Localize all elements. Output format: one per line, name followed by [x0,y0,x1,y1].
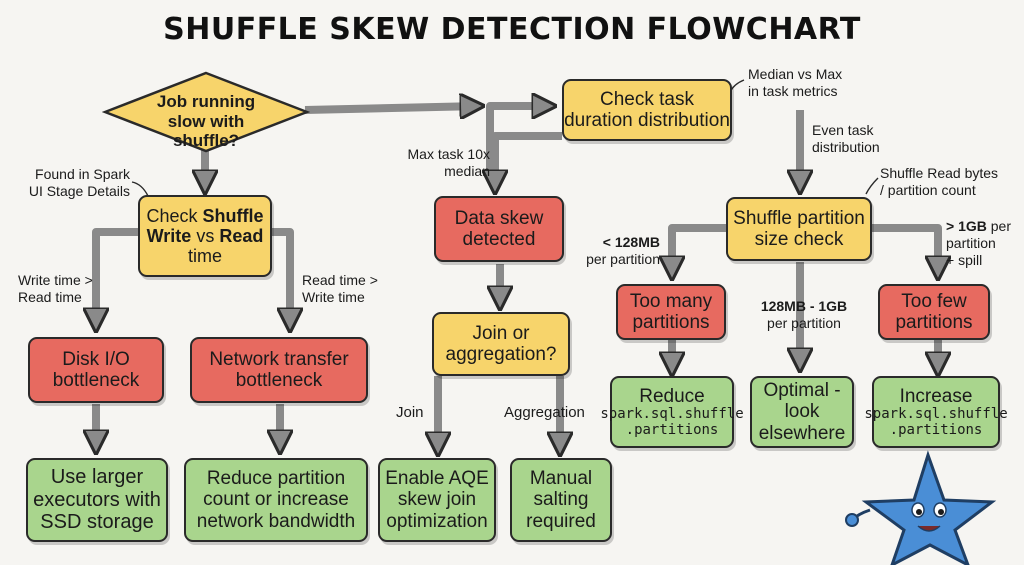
increase-partitions-line3: .partitions [889,421,983,438]
label-read-gt-write: Read time > Write time [302,272,378,305]
label-median-vs-max: Median vs Max in task metrics [748,66,843,99]
reduce-partitions-line2: spark.sql.shuffle [600,405,744,422]
page-title: SHUFFLE SKEW DETECTION FLOWCHART [163,12,861,47]
label-gt-1gb: > 1GB per partition + spill [946,218,1022,268]
label-mid-range-rest: per partition [767,314,841,331]
check-shuffle-read-bold: Read [219,225,264,246]
label-gt-1gb-rest2: partition [946,234,996,251]
arrow-start-to-check-task [304,106,480,110]
callout-curl-shuffle-read [865,177,879,195]
label-join: Join [396,404,424,421]
check-shuffle-node: Check Shuffle Write vs Read time [138,195,272,277]
reduce-partitions-node: Reduce spark.sql.shuffle .partitions [600,376,744,448]
check-shuffle-write-bold: Shuffle Write [146,205,264,246]
callout-curl-median [729,79,745,93]
start-decision-label: Job running slow with shuffle? [156,92,256,151]
arrow-to-network [272,228,290,328]
arrow-route-to-check-task [486,106,552,170]
star-mascot-icon [845,450,997,565]
reduce-count-node: Reduce partition count or increase netwo… [184,458,368,542]
arrow-to-data-skew [495,132,562,190]
label-mid-range: 128MB - 1GB per partition [744,298,864,332]
label-lt-128mb-rest: per partition [586,250,660,267]
check-task-node: Check task duration distribution [562,79,732,141]
check-shuffle-mid: vs [191,225,220,246]
label-lt-128mb: < 128MB per partition [572,234,660,268]
label-even-task: Even task distribution [812,122,880,155]
salting-node: Manual salting required [510,458,612,542]
label-found-in-spark: Found in Spark UI Stage Details [28,166,130,199]
larger-executors-node: Use larger executors with SSD storage [26,458,168,542]
join-agg-node: Join or aggregation? [432,312,570,376]
aqe-node: Enable AQE skew join optimization [378,458,496,542]
label-shuffle-read-bytes: Shuffle Read bytes / partition count [880,165,999,198]
arrow-to-disk-io [96,228,140,328]
label-mid-range-bold: 128MB - 1GB [760,298,848,314]
reduce-partitions-line3: .partitions [625,421,719,438]
start-decision-diamond [102,71,310,153]
too-few-node: Too few partitions [878,284,990,340]
increase-partitions-line1: Increase [899,385,973,407]
label-aggregation: Aggregation [504,404,585,421]
partition-check-node: Shuffle partition size check [726,197,872,261]
label-gt-1gb-rest3: + spill [946,251,983,268]
check-shuffle-pre: Check [146,205,203,226]
data-skew-node: Data skew detected [434,196,564,262]
increase-partitions-node: Increase spark.sql.shuffle .partitions [864,376,1008,448]
label-gt-1gb-rest1: per [990,218,1011,234]
network-node: Network transfer bottleneck [190,337,368,403]
optimal-node: Optimal - look elsewhere [750,376,854,448]
label-lt-128mb-bold: < 128MB [602,234,660,250]
arrow-to-too-many [672,224,726,276]
callout-curl-found [131,181,149,197]
check-shuffle-post: time [187,246,222,267]
label-gt-1gb-bold: > 1GB [946,218,987,234]
arrow-to-too-few [872,224,938,276]
increase-partitions-line2: spark.sql.shuffle [864,405,1008,422]
label-max-task: Max task 10x median [407,146,490,179]
label-write-gt-read: Write time > Read time [18,272,93,305]
reduce-partitions-line1: Reduce [639,385,705,407]
disk-io-node: Disk I/O bottleneck [28,337,164,403]
too-many-node: Too many partitions [616,284,726,340]
